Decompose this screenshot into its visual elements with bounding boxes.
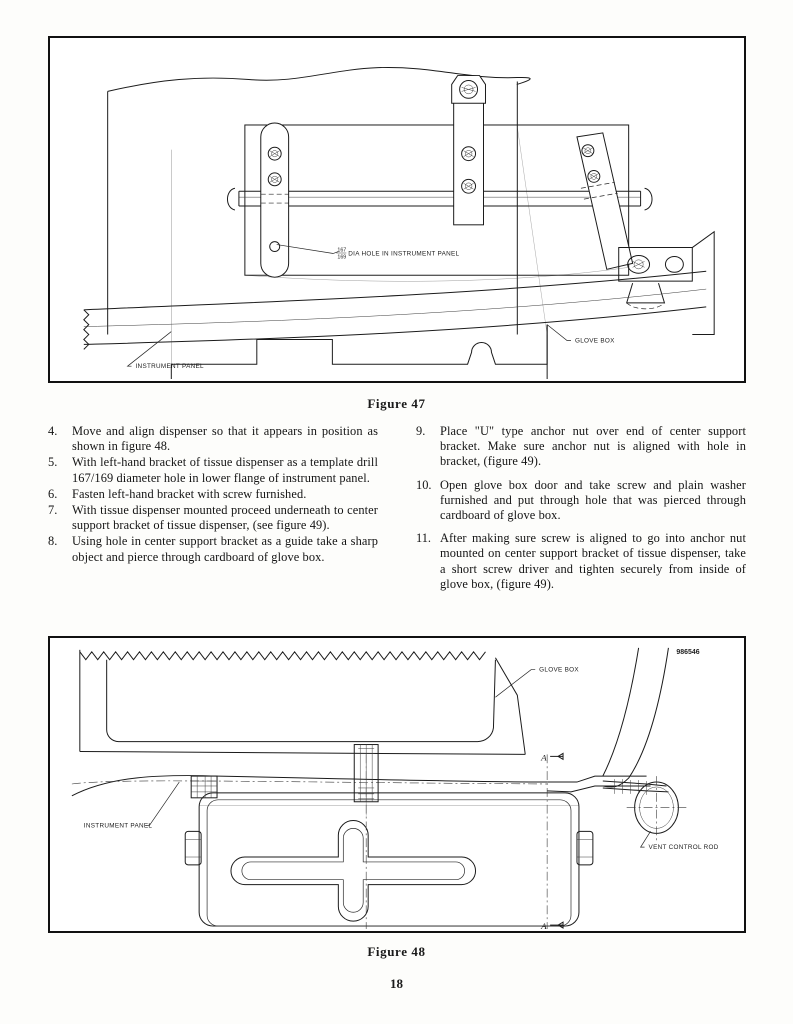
fig47-hole-callout-suffix: DIA HOLE IN INSTRUMENT PANEL [348, 250, 459, 257]
list-item: 4. Move and align dispenser so that it a… [48, 424, 378, 454]
list-item: 7. With tissue dispenser mounted proceed… [48, 503, 378, 533]
list-item: 11. After making sure screw is aligned t… [416, 531, 746, 592]
figure-48-caption: Figure 48 [367, 944, 426, 959]
fig48-instrument-panel-label: INSTRUMENT PANEL [84, 822, 153, 829]
center-support-bracket [451, 75, 486, 226]
steps-list-right: 9. Place "U" type anchor nut over end of… [416, 424, 746, 592]
figure-47-caption: Figure 47 [367, 396, 426, 411]
instruction-column-right: 9. Place "U" type anchor nut over end of… [416, 424, 746, 620]
list-item: 10. Open glove box door and take screw a… [416, 478, 746, 524]
step-number: 7. [48, 503, 58, 518]
right-mount-plate [618, 230, 715, 336]
list-item: 8. Using hole in center support bracket … [48, 534, 378, 564]
fig48-vent-control-rod-label: VENT CONTROL ROD [649, 844, 719, 851]
right-bracket-hardware [576, 830, 594, 866]
step-number: 8. [48, 534, 58, 549]
fig48-section-marker-top: A [540, 752, 547, 762]
left-hand-bracket [260, 122, 290, 278]
step-number: 10. [416, 477, 432, 492]
instruction-column-left: 4. Move and align dispenser so that it a… [48, 424, 378, 620]
step-text: Open glove box door and take screw and p… [440, 477, 746, 523]
list-item: 6. Fasten left-hand bracket with screw f… [48, 487, 378, 502]
step-text: With left-hand bracket of tissue dispens… [72, 455, 378, 485]
step-number: 5. [48, 455, 58, 470]
figure-47-frame: DIA HOLE IN INSTRUMENT PANEL 167 169 INS… [48, 36, 746, 383]
figure-47-drawing: DIA HOLE IN INSTRUMENT PANEL 167 169 INS… [83, 66, 715, 380]
instruction-columns: 4. Move and align dispenser so that it a… [48, 424, 746, 620]
step-number: 11. [416, 531, 432, 546]
fig47-hole-fraction-top: 167 [337, 248, 346, 254]
figure-48-drawing: 986546 [71, 647, 719, 931]
step-number: 4. [48, 424, 58, 438]
page-number: 18 [390, 976, 403, 991]
step-text: Move and align dispenser so that it appe… [72, 424, 378, 454]
fig48-section-marker-bottom: A [540, 921, 547, 931]
steps-list-left: 4. Move and align dispenser so that it a… [48, 424, 378, 565]
step-number: 9. [416, 424, 426, 438]
right-hand-bracket [576, 132, 634, 270]
step-text: Fasten left-hand bracket with screw furn… [72, 486, 307, 501]
fig48-glove-box-label: GLOVE BOX [539, 667, 579, 674]
step-text: After making sure screw is aligned to go… [440, 531, 746, 591]
step-text: Using hole in center support bracket as … [72, 534, 378, 564]
fig47-hole-fraction-bottom: 169 [337, 254, 346, 260]
fig48-drawing-number: 986546 [676, 649, 699, 656]
fig47-glove-box-label: GLOVE BOX [575, 337, 615, 344]
tissue-dispenser-body [198, 792, 580, 927]
dispenser-slot [230, 820, 476, 922]
step-text: With tissue dispenser mounted proceed un… [72, 503, 378, 533]
list-item: 9. Place "U" type anchor nut over end of… [416, 424, 746, 470]
section-line-a-a: A A [365, 752, 564, 931]
step-text: Place "U" type anchor nut over end of ce… [440, 424, 746, 469]
fig47-instrument-panel-label: INSTRUMENT PANEL [136, 363, 205, 370]
figure-48-frame: 986546 [48, 636, 746, 933]
step-number: 6. [48, 486, 58, 501]
list-item: 5. With left-hand bracket of tissue disp… [48, 455, 378, 485]
left-bracket-hardware [184, 775, 218, 866]
